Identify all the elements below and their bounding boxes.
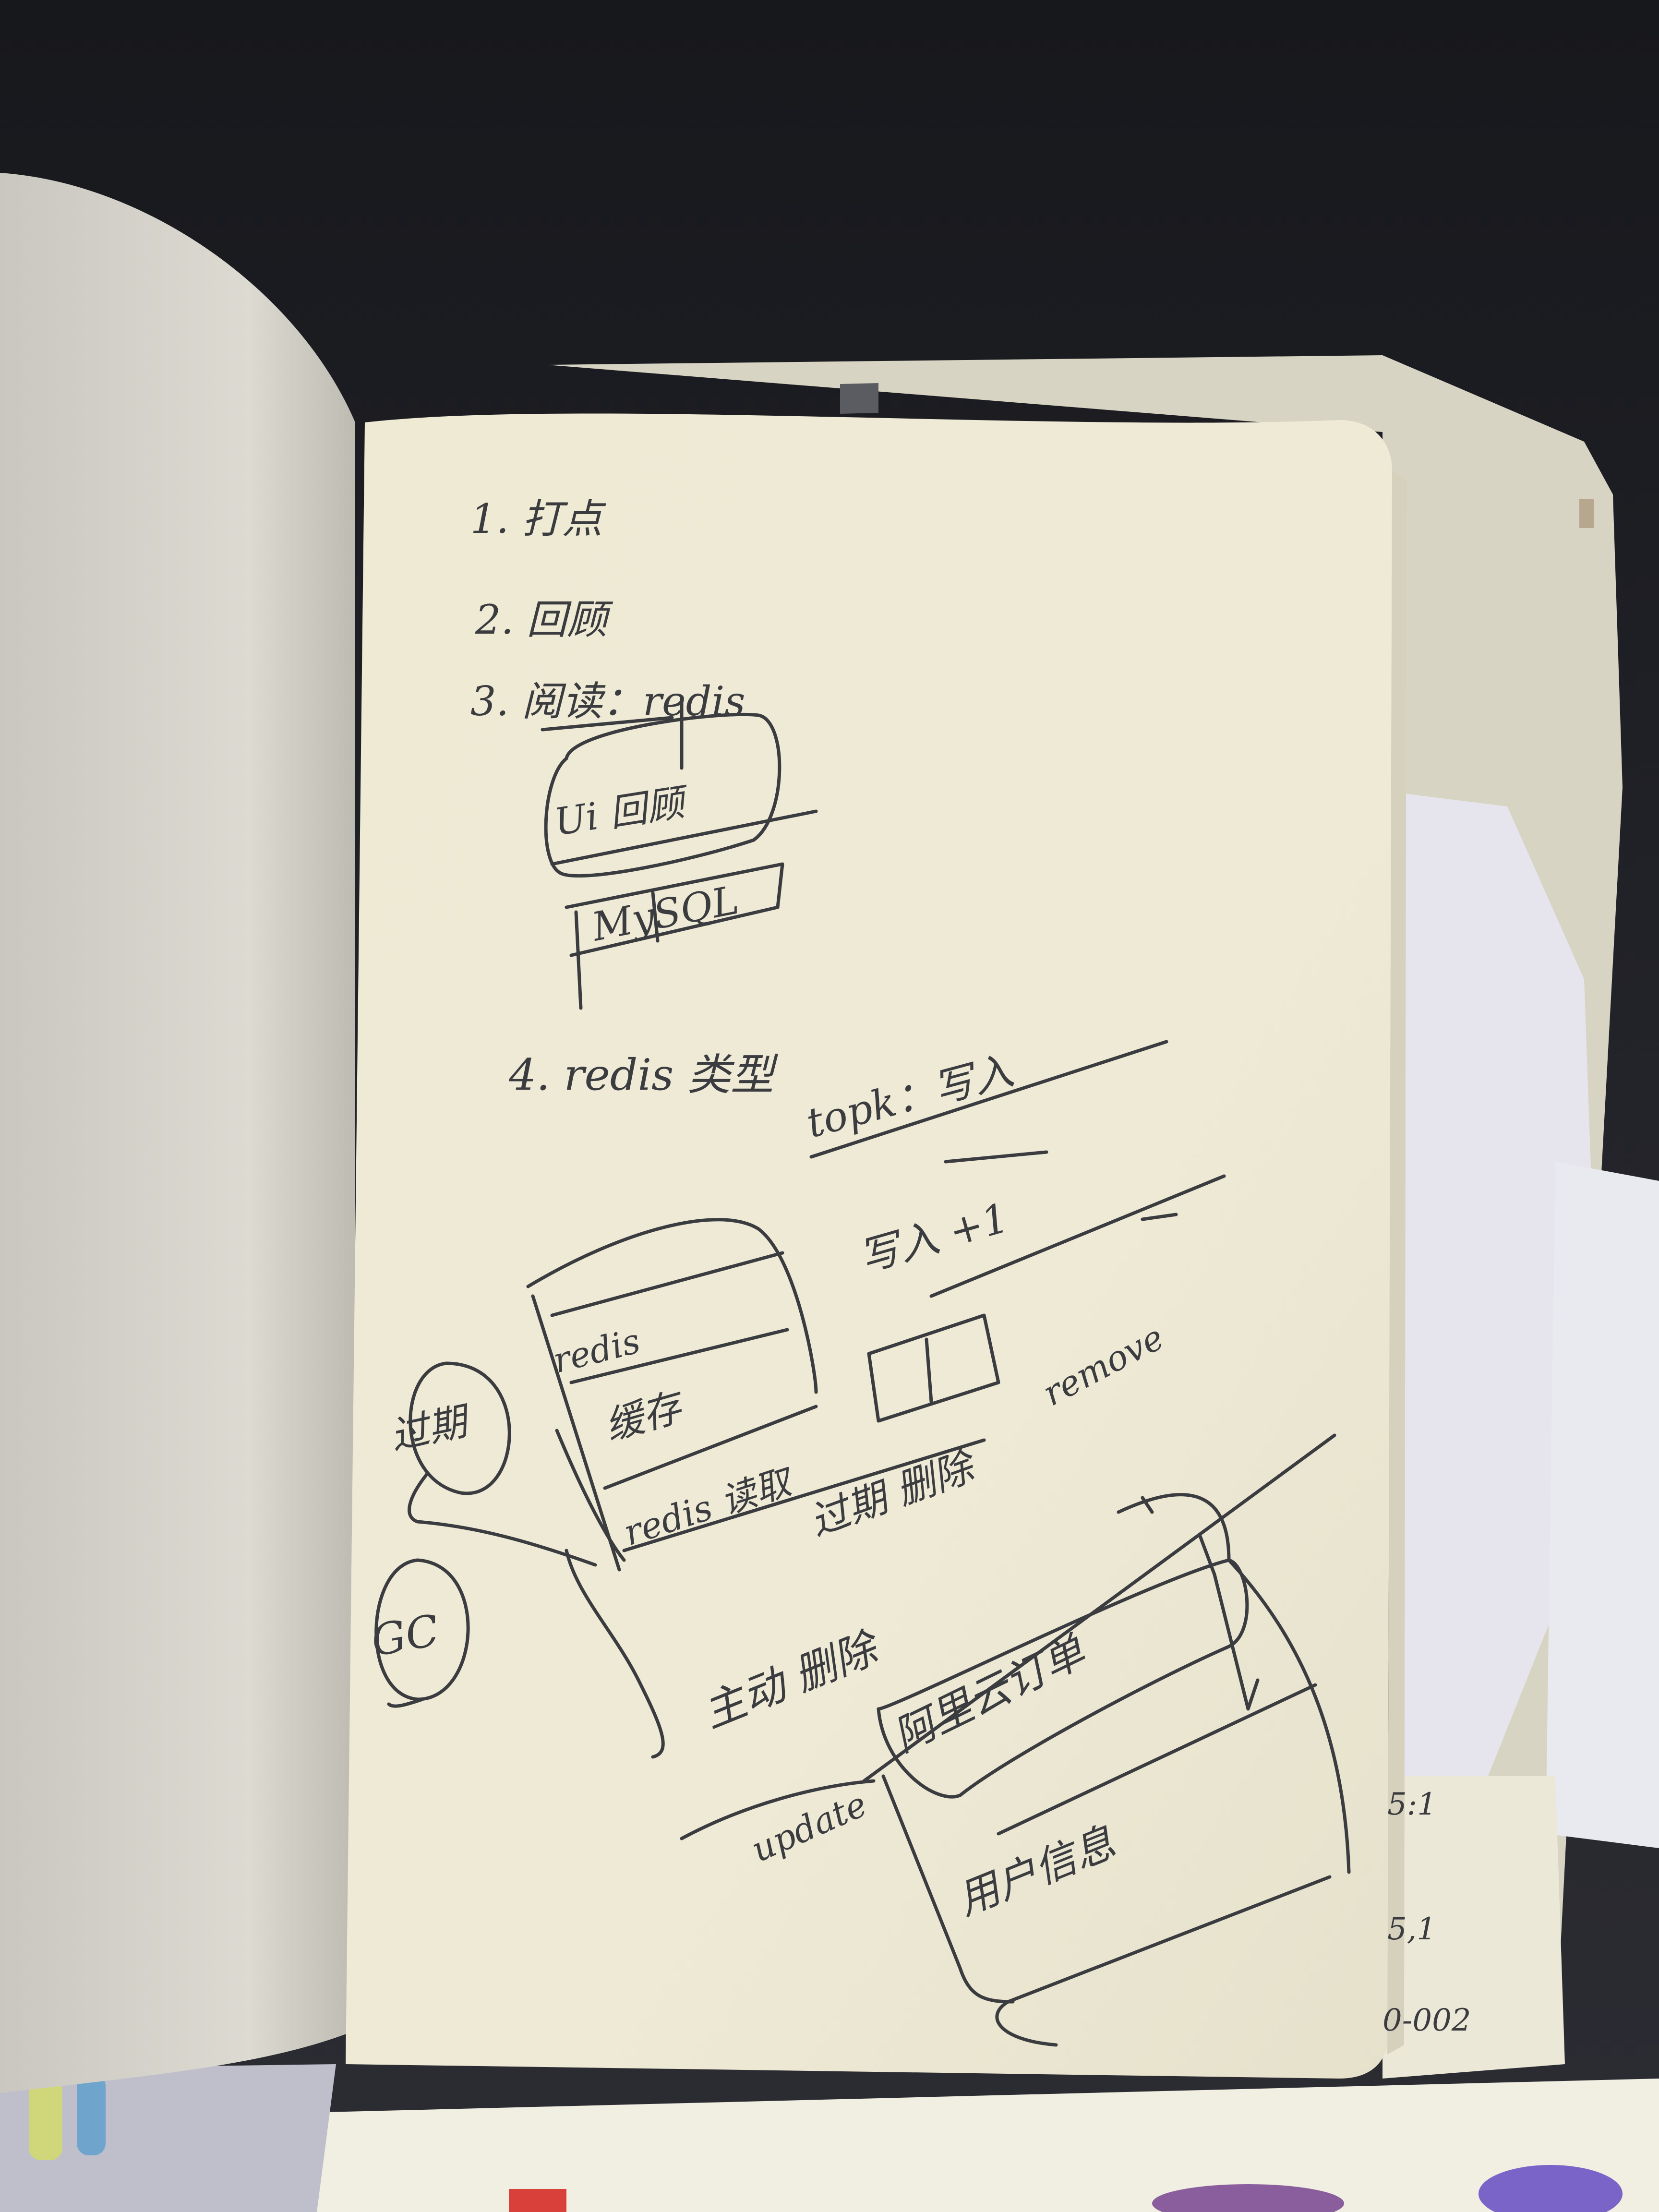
bottom-sheet (0, 2064, 1659, 2212)
note-circle-b: GC (368, 1605, 443, 1667)
note-line-1: 1. 打点 (470, 495, 606, 542)
note-line-3: 3. 阅读：redis (470, 678, 745, 725)
note-right-edge-3: 0-002 (1382, 2003, 1471, 2038)
left-page (0, 173, 355, 2093)
ink-sketch (374, 699, 1351, 2047)
papers-behind (547, 355, 1659, 2079)
right-page (346, 413, 1392, 2079)
note-right-edge-2: 5,1 (1387, 1911, 1436, 1947)
note-line-4: 4. redis 类型 (508, 1050, 779, 1100)
note-line-2: 2. 回顾 (475, 596, 613, 643)
note-right-edge-1: 5:1 (1387, 1787, 1437, 1822)
